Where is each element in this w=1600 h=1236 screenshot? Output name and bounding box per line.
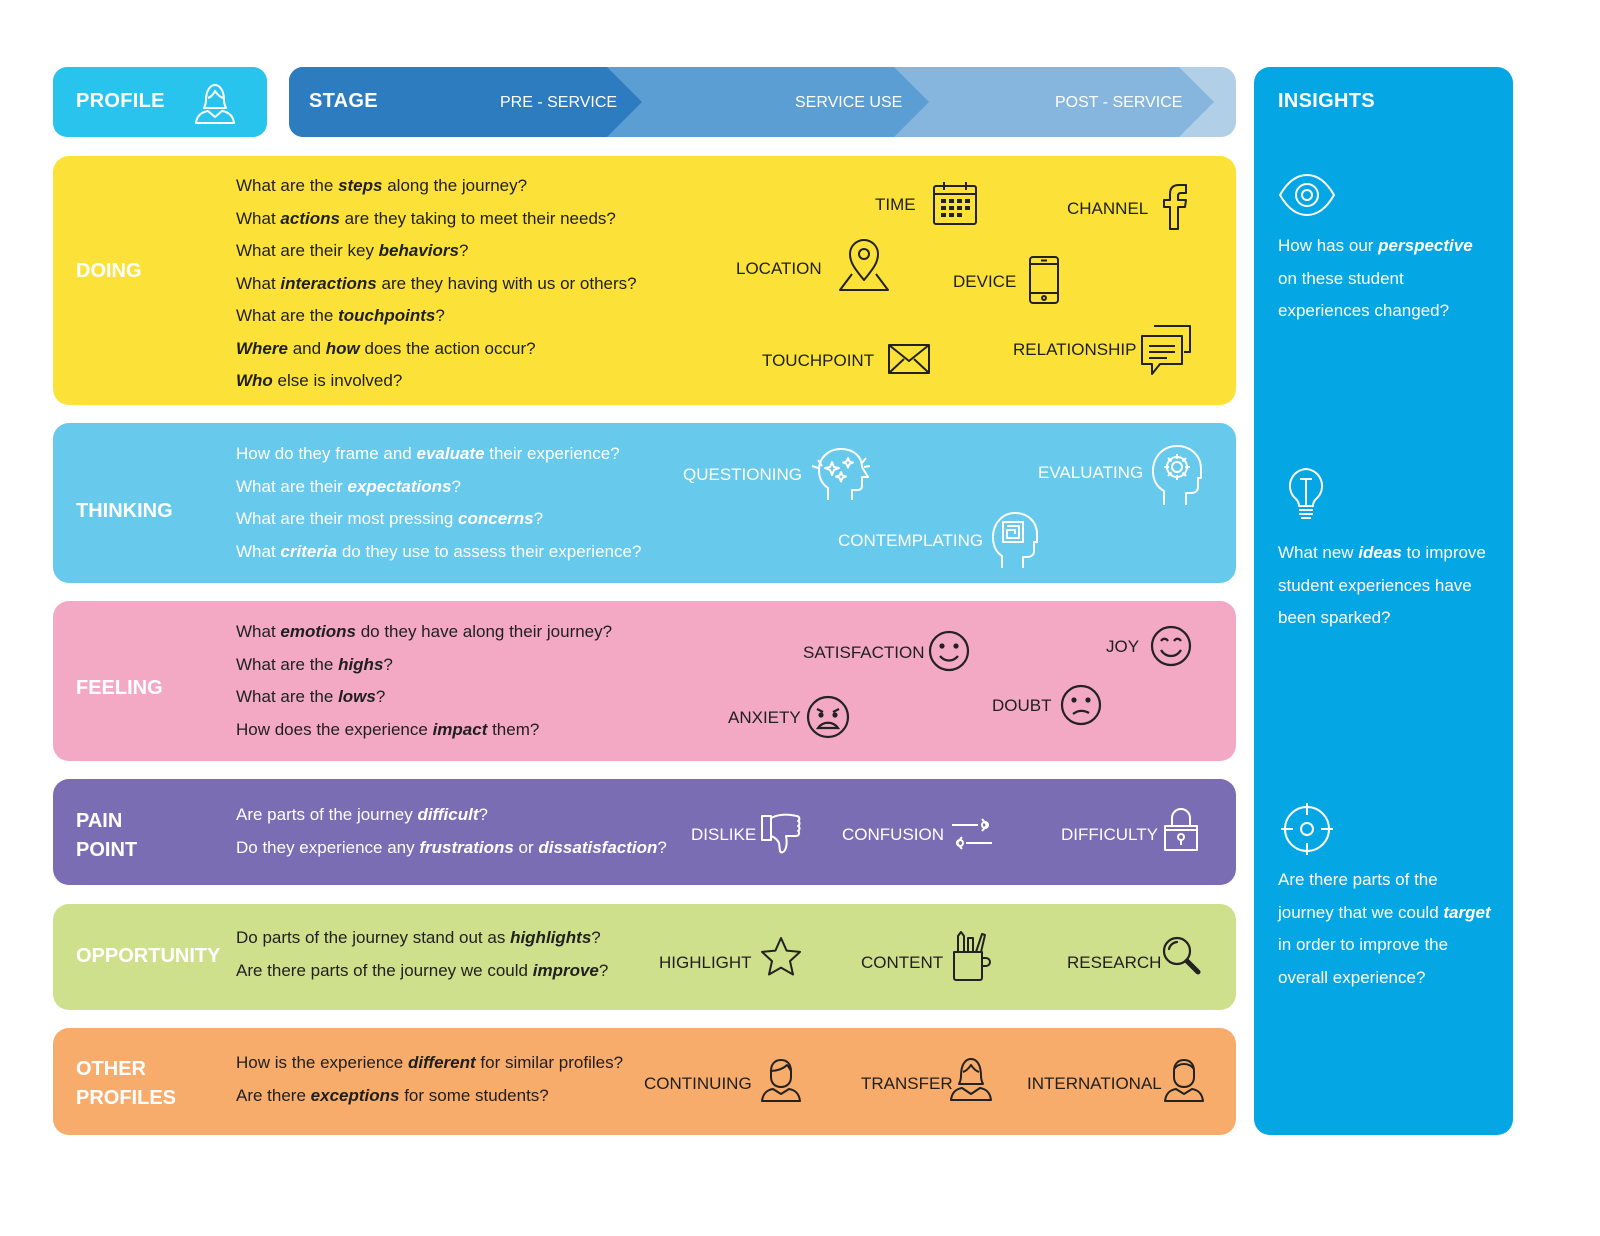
confusion-arrows-icon (952, 815, 992, 853)
label-research: RESEARCH (1067, 953, 1162, 972)
head-stars-icon (808, 444, 874, 502)
location-pin-icon (838, 238, 890, 292)
feeling-title: FEELING (76, 677, 163, 699)
label-satisfaction: SATISFACTION (803, 643, 925, 662)
label-time: TIME (875, 195, 916, 214)
doing-row (53, 156, 1236, 405)
pain-point-questions: Are parts of the journey difficult? Do t… (236, 799, 686, 864)
doing-title: DOING (76, 260, 142, 282)
question: Where and how does the action occur? (236, 338, 536, 358)
female-student-icon (949, 1056, 993, 1102)
question: What actions are they taking to meet the… (236, 208, 616, 228)
feeling-questions: What emotions do they have along their j… (236, 616, 696, 746)
insight-perspective: How has our perspective on these student… (1278, 236, 1473, 320)
other-profiles-questions: How is the experience different for simi… (236, 1047, 656, 1112)
opportunity-title: OPPORTUNITY (76, 945, 221, 967)
pain-point-row (53, 779, 1236, 885)
label-joy: JOY (1106, 637, 1140, 656)
feeling-row (53, 601, 1236, 761)
label-contemplating: CONTEMPLATING (838, 531, 984, 550)
label-content: CONTENT (861, 953, 944, 972)
thinking-questions: How do they frame and evaluate their exp… (236, 438, 696, 568)
label-difficulty: DIFFICULTY (1061, 825, 1158, 844)
insights-panel (1254, 67, 1513, 1135)
other-profiles-row (53, 1028, 1236, 1135)
insight-ideas: What new ideas to improve student experi… (1278, 543, 1486, 627)
insights-title: INSIGHTS (1278, 90, 1375, 112)
question: What are the highs? (236, 654, 393, 674)
stage-post-service: POST - SERVICE (1055, 94, 1183, 111)
question: Do they experience any frustrations or d… (236, 837, 667, 857)
padlock-icon (1163, 806, 1199, 852)
thinking-row (53, 423, 1236, 583)
question: What are the lows? (236, 687, 386, 706)
question: What are their key behaviors? (236, 241, 469, 260)
stage-pre-service: PRE - SERVICE (500, 94, 618, 111)
question: Are there exceptions for some students? (236, 1085, 549, 1105)
question: Do parts of the journey stand out as hig… (236, 928, 601, 947)
envelope-icon (887, 343, 931, 375)
question: What interactions are they having with u… (236, 273, 637, 293)
label-evaluating: EVALUATING (1038, 463, 1144, 482)
question: How do they frame and evaluate their exp… (236, 444, 620, 463)
head-maze-icon (990, 510, 1040, 570)
joy-face-icon (1150, 625, 1192, 667)
question: Who else is involved? (236, 371, 403, 390)
label-confusion: CONFUSION (842, 825, 944, 844)
label-questioning: QUESTIONING (683, 465, 803, 484)
question: Are parts of the journey difficult? (236, 805, 488, 824)
pencil-cup-icon (950, 930, 992, 982)
label-transfer: TRANSFER (861, 1074, 953, 1093)
label-device: DEVICE (953, 272, 1017, 291)
smartphone-icon (1028, 255, 1060, 305)
facebook-icon (1160, 183, 1190, 231)
doing-questions: What are the steps along the journey? Wh… (236, 170, 716, 398)
question: How does the experience impact them? (236, 719, 540, 739)
thinking-title: THINKING (76, 500, 173, 522)
eye-icon (1278, 172, 1336, 218)
thumbs-down-icon (760, 812, 802, 860)
question: How is the experience different for simi… (236, 1053, 624, 1072)
question: What criteria do they use to assess thei… (236, 541, 642, 561)
label-anxiety: ANXIETY (728, 708, 801, 727)
question: What are their expectations? (236, 476, 461, 496)
label-continuing: CONTINUING (644, 1074, 752, 1093)
anxious-face-icon (806, 695, 850, 739)
insight-target: Are there parts of the journey that we c… (1278, 870, 1491, 987)
international-student-icon (1163, 1057, 1205, 1103)
label-doubt: DOUBT (992, 696, 1052, 715)
calendar-icon (932, 180, 978, 226)
opportunity-questions: Do parts of the journey stand out as hig… (236, 922, 666, 987)
question: What are the steps along the journey? (236, 176, 528, 195)
stage-service-use: SERVICE USE (795, 94, 903, 111)
question: What are their most pressing concerns? (236, 509, 544, 528)
question: What are the touchpoints? (236, 306, 445, 325)
label-relationship: RELATIONSHIP (1013, 340, 1137, 359)
star-icon (760, 936, 802, 976)
label-dislike: DISLIKE (691, 825, 757, 844)
label-channel: CHANNEL (1067, 199, 1149, 218)
smile-face-icon (928, 630, 970, 672)
chat-bubbles-icon (1140, 324, 1192, 376)
male-student-icon (760, 1057, 802, 1103)
head-gear-icon (1150, 443, 1204, 507)
question: What emotions do they have along their j… (236, 622, 613, 641)
doubt-face-icon (1060, 684, 1102, 726)
magnifier-icon (1161, 935, 1201, 975)
stage-title: STAGE (309, 90, 378, 112)
label-international: INTERNATIONAL (1027, 1074, 1162, 1093)
label-highlight: HIGHLIGHT (659, 953, 752, 972)
lightbulb-icon (1284, 466, 1328, 522)
opportunity-row (53, 904, 1236, 1010)
label-location: LOCATION (736, 259, 822, 278)
label-touchpoint: TOUCHPOINT (762, 351, 875, 370)
target-icon (1280, 802, 1334, 856)
stage-banner (289, 67, 1236, 137)
question: Are there parts of the journey we could … (236, 960, 609, 980)
profile-header (53, 67, 267, 137)
profile-title: PROFILE (76, 90, 165, 112)
profile-avatar-icon (192, 80, 238, 126)
